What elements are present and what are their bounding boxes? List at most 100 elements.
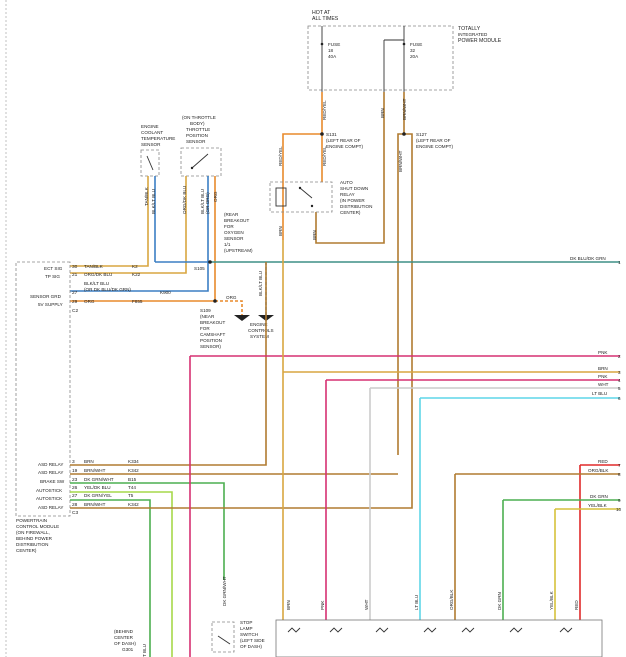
pcm-upper-row-1: TP SIG 21 ORG/DK BLU K22 (45, 272, 141, 279)
thermistor-icon (146, 155, 154, 171)
pcm-func: AUTOSTICK (36, 496, 63, 501)
pcm-circuit: F855 (132, 299, 143, 304)
pcm-circuit: K342 (128, 502, 139, 507)
s109-label-3: BREAKOUT (200, 320, 225, 325)
pcm-lower-row-2: BRAKE SW 23 DK GRN/WHT B15 (40, 477, 137, 484)
wire-name: YEL/BLK (588, 503, 608, 508)
right-wire-label-4: PNK 4 (598, 374, 621, 383)
brake-sw-wire (70, 482, 225, 580)
wire-label-tblu: T BLU (142, 644, 147, 657)
pcm-wire: DK GRN/YEL (84, 493, 112, 498)
pcm-func: ECT SIG (44, 266, 63, 271)
o2-label-4: OXYGEN (224, 230, 244, 235)
bottom-label-pnk: PNK (320, 600, 325, 610)
pcm-c2: C2 (72, 308, 78, 314)
tps-label-4: POSITION (186, 133, 208, 138)
pcm-pin: 27 (72, 290, 78, 296)
asd-brnwht-wire-2 (70, 465, 413, 509)
resistor-icon (461, 627, 475, 633)
behind-center-1: (BEHIND (114, 629, 134, 634)
wire-label-dkgrnwht: DK GRN/WHT (222, 576, 227, 606)
engine-controls-2: CONTROLS (248, 328, 274, 333)
wire-label-redyel-left: RED/YEL (278, 146, 283, 166)
potentiometer-icon (191, 153, 209, 169)
coolant-label-3: TEMPERATURE (141, 136, 175, 141)
bottom-label-brn: BRN (286, 600, 291, 610)
s105-label: S105 (194, 266, 205, 271)
oxygen-sensor-breakout: (REAR BREAKOUT FOR OXYGEN SENSOR 1/1 (UP… (224, 212, 253, 253)
pcm-lower-wires: DK GRN/WHT (70, 262, 413, 657)
wire-label-blkltblu-1: BLK/LT BLU (151, 189, 156, 214)
o2-label-3: FOR (224, 224, 234, 229)
wire-label-brn-top: BRN (380, 108, 385, 118)
right-wire-label-8: ORG/BLK 8 (588, 468, 621, 477)
pcm-lower-row-5: ASD RELAY 28 BRN/WHT K342 (38, 502, 139, 510)
pcm-pin: 19 (72, 468, 78, 474)
s109-splice: S109 (NEAR BREAKOUT FOR CAMSHAFT POSITIO… (200, 308, 225, 349)
right-wire-label-3: BRN 3 (598, 366, 621, 375)
pcm-wire: YEL/DK BLU (84, 485, 111, 490)
relay-label-4: (IN POWER (340, 198, 365, 203)
bottom-label-wht: WHT (364, 599, 369, 610)
wire-label-brn-left: BRN (278, 226, 283, 236)
wire-label-brn-relay: BRN (312, 230, 317, 240)
s109-label-4: FOR (200, 326, 210, 331)
wire-number: 2 (618, 354, 621, 359)
throttle-sensor: (ON THROTTLE BODY) THROTTLE POSITION SEN… (180, 115, 222, 177)
pcm: POWERTRAIN CONTROL MODULE (ON FIREWALL, … (15, 261, 171, 553)
brn-feed-wire (315, 92, 385, 244)
relay-coil-icon (275, 187, 287, 207)
pcm-pin: 30 (72, 264, 78, 270)
behind-center-3: OF DASH) (114, 641, 136, 646)
coolant-label-1: ENGINE (141, 124, 159, 129)
pcm-func: BRAKE SW (40, 479, 65, 484)
stop-lamp-2: LAMP (240, 626, 253, 631)
pcm-wire: BRN (84, 459, 94, 464)
autostick-yel-wire (70, 491, 173, 657)
autostick-grn-wire (70, 499, 151, 657)
pcm-label-6: CENTER) (16, 548, 37, 553)
fuse2-label: FUSE (410, 42, 422, 47)
wire-label-brnwht-mid: BRN/WHT (398, 150, 403, 172)
o2-label-6: 1/1 (224, 242, 231, 247)
wire-number: 3 (618, 370, 621, 375)
wire-label-tanblk: TAN/BLK (144, 186, 149, 206)
o2-label-2: BREAKOUT (224, 218, 249, 223)
hot-label-1: HOT AT (312, 10, 331, 16)
power-module-box (307, 25, 454, 91)
pcm-box (15, 261, 71, 517)
orgdkblu-wire (70, 176, 187, 274)
pcm-circuit: T5 (128, 493, 134, 498)
wire-number: 8 (618, 472, 621, 477)
o2-label-7: (UPSTREAM) (224, 248, 253, 253)
s109-label-2: (NEAR (200, 314, 215, 319)
tps-label-5: SENSOR (186, 139, 206, 144)
tps-label-3: THROTTLE (186, 127, 210, 132)
module-label-3: POWER MODULE (458, 38, 502, 44)
pcm-lower-row-1: ASD RELAY 19 BRN/WHT K342 (38, 468, 139, 475)
pcm-circuit: B15 (128, 477, 137, 482)
pcm-label-3: (ON FIREWALL, (16, 530, 50, 535)
stop-lamp-box (211, 621, 235, 653)
pcm-func: AUTOSTICK (36, 488, 63, 493)
pcm-circuit: K342 (128, 468, 139, 473)
pcm-pin: 21 (72, 272, 78, 278)
wire-name: LT BLU (592, 391, 607, 396)
pcm-func: ASD RELAY (38, 462, 63, 467)
pcm-wire: BRN/WHT (84, 502, 106, 507)
wire-label-blkltblu-2: BLK/LT BLU (258, 271, 263, 296)
right-wire-label-6: LT BLU 6 (592, 391, 621, 401)
wire-number: 5 (618, 386, 621, 391)
wire-label-org-2: ORG (226, 295, 237, 300)
fuse1-icon (320, 42, 324, 46)
s109-label-5: CAMSHAFT (200, 332, 225, 337)
wire-number: 9 (618, 498, 621, 503)
wire-number: 1 (618, 260, 621, 265)
pcm-circuit: K2 (132, 264, 138, 269)
bottom-label-red: RED (574, 600, 579, 610)
resistor-icon (329, 627, 343, 633)
behind-center-2: CENTER (114, 635, 134, 640)
right-wire-label-1: DK BLU/DK GRN 1 (570, 256, 621, 265)
pcm-pin: 29 (72, 299, 78, 305)
